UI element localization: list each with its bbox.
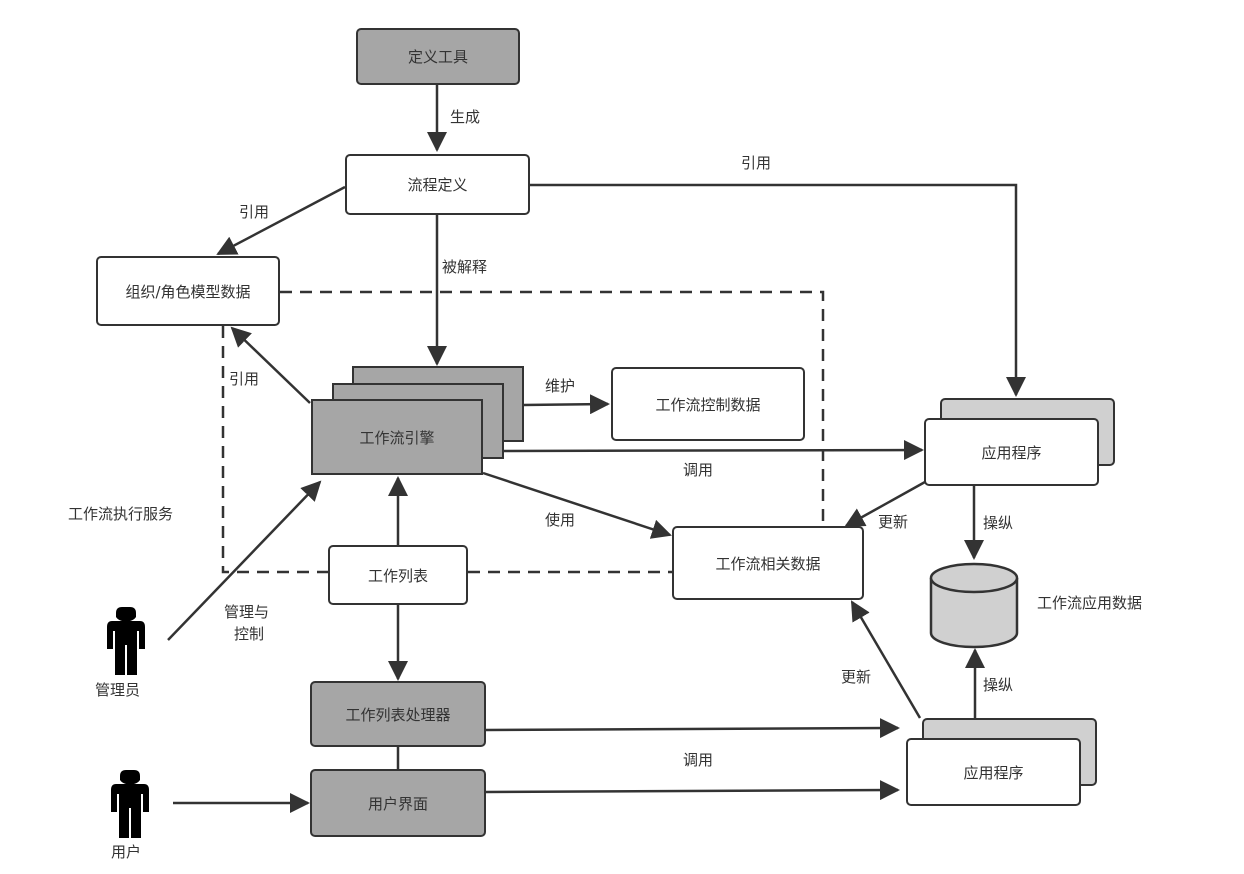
node-label: 工作流相关数据 — [715, 554, 821, 573]
label-workflow-app-data: 工作流应用数据 — [1037, 594, 1143, 612]
label-manipulate-bottom: 操纵 — [983, 676, 1014, 694]
label-generate: 生成 — [450, 108, 481, 126]
user-person-icon — [111, 770, 149, 838]
node-label: 工作流引擎 — [359, 428, 435, 447]
edge-maintain — [522, 394, 610, 415]
edge-reference-app — [530, 183, 1026, 397]
node-application-top[interactable]: 应用程序 — [924, 418, 1099, 486]
node-label: 定义工具 — [407, 48, 468, 66]
node-label: 工作流控制数据 — [655, 395, 761, 414]
label-manage-control-1: 管理与 — [224, 603, 270, 621]
label-manipulate-top: 操纵 — [983, 514, 1014, 532]
node-user-interface[interactable]: 用户界面 — [310, 769, 486, 837]
label-invoke-top: 调用 — [683, 461, 714, 479]
node-application-bottom[interactable]: 应用程序 — [906, 738, 1081, 806]
node-workflow-engine[interactable]: 工作流引擎 — [311, 399, 483, 475]
node-definition-tool[interactable]: 定义工具 — [356, 28, 520, 85]
node-worklist-handler[interactable]: 工作列表处理器 — [310, 681, 486, 747]
node-label: 流程定义 — [407, 176, 468, 194]
label-execution-service: 工作流执行服务 — [68, 505, 174, 523]
node-label: 用户界面 — [367, 794, 428, 813]
label-update-bottom: 更新 — [841, 668, 872, 686]
node-workflow-control-data[interactable]: 工作流控制数据 — [611, 367, 805, 441]
edge-update-top — [844, 480, 926, 528]
node-label: 应用程序 — [963, 763, 1024, 782]
label-invoke-bottom: 调用 — [683, 751, 714, 769]
node-org-role-data[interactable]: 组织/角色模型数据 — [96, 256, 280, 326]
node-process-definition[interactable]: 流程定义 — [345, 154, 530, 215]
label-use: 使用 — [545, 511, 576, 529]
label-interpreted: 被解释 — [442, 258, 488, 276]
label-reference-engine: 引用 — [229, 370, 260, 388]
node-label: 应用程序 — [981, 443, 1042, 462]
node-label: 工作列表处理器 — [345, 705, 451, 724]
node-label: 组织/角色模型数据 — [125, 282, 251, 301]
edge-invoke-top — [501, 440, 924, 461]
edge-engine-reference-org — [230, 326, 311, 404]
edge-handler-app — [485, 718, 900, 739]
user-label: 用户 — [111, 843, 142, 861]
edge-ui-app — [485, 780, 900, 801]
edge-use — [482, 471, 672, 539]
edge-update-bottom — [850, 600, 922, 719]
edge-reference-org — [216, 185, 346, 256]
node-label: 工作列表 — [367, 566, 428, 585]
label-reference-top: 引用 — [741, 154, 772, 172]
label-maintain: 维护 — [545, 377, 576, 395]
label-reference-left: 引用 — [239, 203, 270, 221]
node-worklist[interactable]: 工作列表 — [328, 545, 468, 605]
edge-manage-control — [167, 480, 322, 641]
admin-person-icon — [107, 607, 145, 675]
node-workflow-relevant-data[interactable]: 工作流相关数据 — [672, 526, 864, 600]
label-manage-control-2: 控制 — [234, 625, 265, 643]
database-icon — [929, 562, 1019, 649]
label-update-top: 更新 — [878, 513, 909, 531]
admin-label: 管理员 — [95, 681, 141, 699]
